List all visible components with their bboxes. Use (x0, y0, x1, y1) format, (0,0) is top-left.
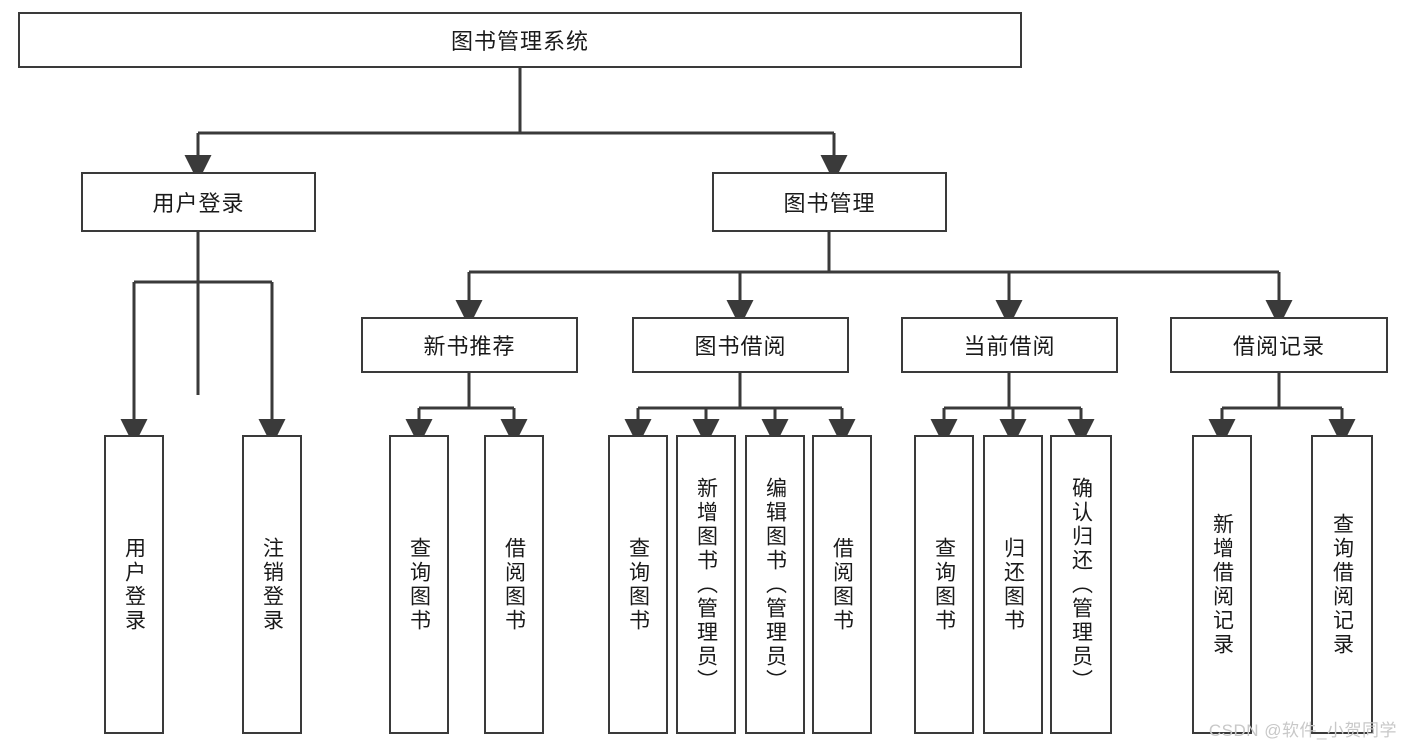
node-leaf-query-book-3[interactable]: 查询图书 (914, 435, 974, 734)
node-leaf-borrow-book-2[interactable]: 借阅图书 (812, 435, 872, 734)
node-leaf-return-book-label: 归还图书 (1001, 536, 1025, 633)
node-leaf-add-book-label: 新增图书（管理员） (694, 476, 718, 693)
node-leaf-confirm-return[interactable]: 确认归还（管理员） (1050, 435, 1112, 734)
node-leaf-logout-label: 注销登录 (260, 536, 284, 633)
node-leaf-edit-book-label: 编辑图书（管理员） (763, 476, 787, 693)
node-book-manage[interactable]: 图书管理 (712, 172, 947, 232)
node-leaf-user-login[interactable]: 用户登录 (104, 435, 164, 734)
node-leaf-query-record[interactable]: 查询借阅记录 (1311, 435, 1373, 734)
node-leaf-confirm-return-label: 确认归还（管理员） (1069, 476, 1093, 693)
node-current-borrow-label: 当前借阅 (963, 334, 1056, 359)
node-book-manage-label: 图书管理 (783, 191, 876, 216)
node-user-login-label: 用户登录 (152, 191, 245, 216)
node-leaf-borrow-book-1[interactable]: 借阅图书 (484, 435, 544, 734)
node-leaf-borrow-book-2-label: 借阅图书 (830, 536, 854, 633)
node-book-borrow[interactable]: 图书借阅 (632, 317, 849, 373)
node-leaf-add-record[interactable]: 新增借阅记录 (1192, 435, 1252, 734)
node-leaf-query-record-label: 查询借阅记录 (1330, 512, 1354, 657)
node-root[interactable]: 图书管理系统 (18, 12, 1022, 68)
node-leaf-user-login-label: 用户登录 (122, 536, 146, 633)
node-current-borrow[interactable]: 当前借阅 (901, 317, 1118, 373)
node-leaf-query-book-1-label: 查询图书 (407, 536, 431, 633)
node-book-borrow-label: 图书借阅 (694, 334, 787, 359)
node-leaf-query-book-1[interactable]: 查询图书 (389, 435, 449, 734)
node-borrow-record[interactable]: 借阅记录 (1170, 317, 1388, 373)
node-leaf-add-book[interactable]: 新增图书（管理员） (676, 435, 736, 734)
node-leaf-query-book-2[interactable]: 查询图书 (608, 435, 668, 734)
watermark: CSDN @软件_小贺同学 (1208, 721, 1397, 740)
node-borrow-record-label: 借阅记录 (1232, 334, 1325, 359)
node-user-login[interactable]: 用户登录 (81, 172, 316, 232)
node-leaf-query-book-3-label: 查询图书 (932, 536, 956, 633)
node-leaf-query-book-2-label: 查询图书 (626, 536, 650, 633)
node-new-book-rec[interactable]: 新书推荐 (361, 317, 578, 373)
node-leaf-borrow-book-1-label: 借阅图书 (502, 536, 526, 633)
node-leaf-add-record-label: 新增借阅记录 (1210, 512, 1234, 657)
node-new-book-rec-label: 新书推荐 (423, 334, 516, 359)
node-leaf-return-book[interactable]: 归还图书 (983, 435, 1043, 734)
node-leaf-edit-book[interactable]: 编辑图书（管理员） (745, 435, 805, 734)
node-root-label: 图书管理系统 (450, 29, 589, 54)
node-leaf-logout[interactable]: 注销登录 (242, 435, 302, 734)
